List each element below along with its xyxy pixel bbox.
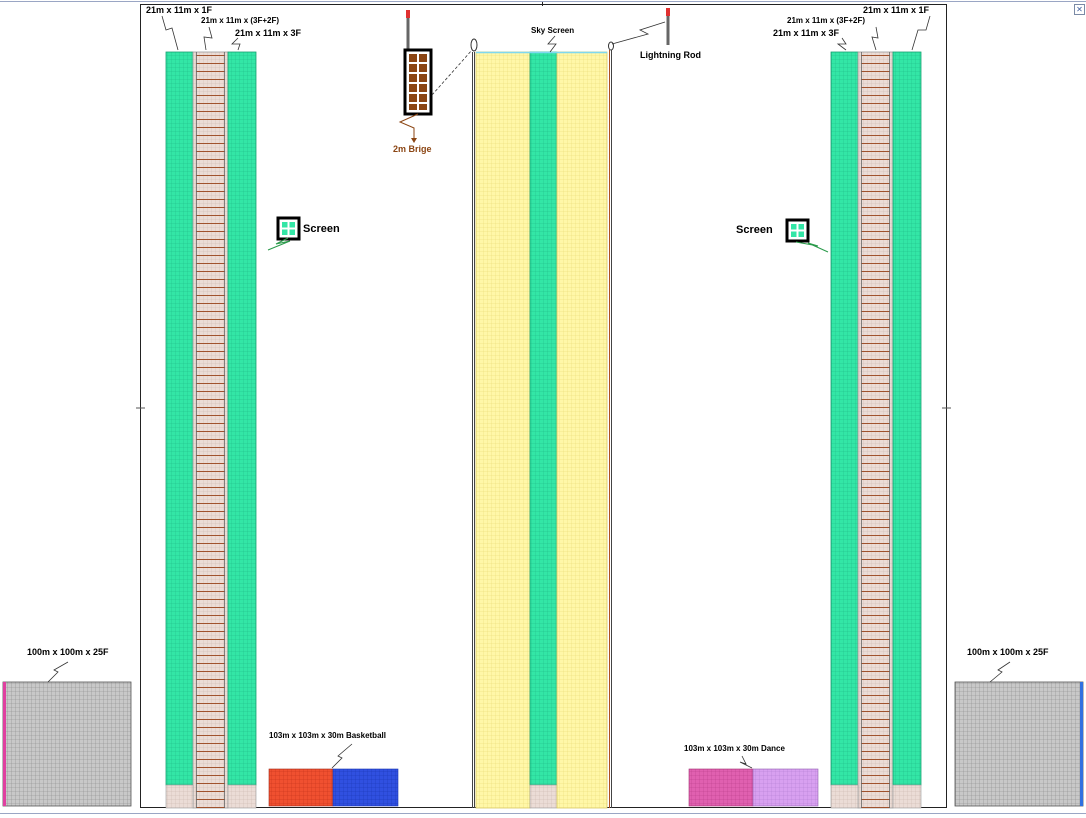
right-tower-3f-label: 21m x 11m x 3F xyxy=(773,28,840,38)
screen-left-icon xyxy=(267,216,301,251)
center-green-core xyxy=(529,51,558,786)
screen-right-icon xyxy=(785,218,829,253)
right-tower-base-2 xyxy=(892,784,922,809)
left-tower-green-3f xyxy=(227,51,257,786)
lightning-rod-label: Lightning Rod xyxy=(640,50,701,60)
left-tower-green-1f xyxy=(165,51,194,786)
right-tower-green-1f xyxy=(892,51,922,786)
center-yellow-left xyxy=(475,51,531,809)
sky-screen-label: Sky Screen xyxy=(531,26,575,35)
dance-label: 103m x 103m x 30m Dance xyxy=(684,744,785,753)
left-tower-stair-rungs xyxy=(196,52,225,808)
left-tower-base-2 xyxy=(227,784,257,809)
center-core-base xyxy=(529,784,558,809)
left-block-label: 100m x 100m x 25F xyxy=(27,647,109,657)
basketball-red-half xyxy=(268,768,334,807)
close-icon[interactable]: ✕ xyxy=(1074,4,1085,15)
right-tower-green-3f xyxy=(830,51,859,786)
dance-lilac-half xyxy=(752,768,819,807)
left-block-building xyxy=(2,661,132,807)
lightning-rod-icon xyxy=(608,8,670,51)
basketball-hall xyxy=(268,743,399,807)
right-tower-mid-label: 21m x 11m x (3F+2F) xyxy=(787,16,866,25)
right-tower xyxy=(830,51,922,809)
left-tower xyxy=(165,51,257,809)
dance-hall xyxy=(688,755,819,807)
right-block-label: 100m x 100m x 25F xyxy=(967,647,1049,657)
left-tower-base-1 xyxy=(165,784,194,809)
dance-pink-half xyxy=(688,768,754,807)
center-tower xyxy=(472,50,612,809)
right-block-building xyxy=(954,661,1084,807)
basketball-blue-half xyxy=(332,768,399,807)
screen-right-label: Screen xyxy=(736,224,773,236)
right-tower-base-1 xyxy=(830,784,859,809)
left-tower-leaders xyxy=(161,15,241,51)
screen-left-label: Screen xyxy=(303,223,340,235)
right-tower-leaders xyxy=(836,15,931,51)
bridge-icon xyxy=(398,10,478,143)
right-tower-stair-rungs xyxy=(861,52,890,808)
left-tower-3f-label: 21m x 11m x 3F xyxy=(235,28,302,38)
left-tower-1f-label: 21m x 11m x 1F xyxy=(146,5,213,15)
bridge-label: 2m Brige xyxy=(393,144,432,154)
center-yellow-right xyxy=(556,51,608,809)
left-tower-mid-label: 21m x 11m x (3F+2F) xyxy=(201,16,280,25)
basketball-label: 103m x 103m x 30m Basketball xyxy=(269,731,386,740)
right-tower-1f-label: 21m x 11m x 1F xyxy=(863,5,930,15)
